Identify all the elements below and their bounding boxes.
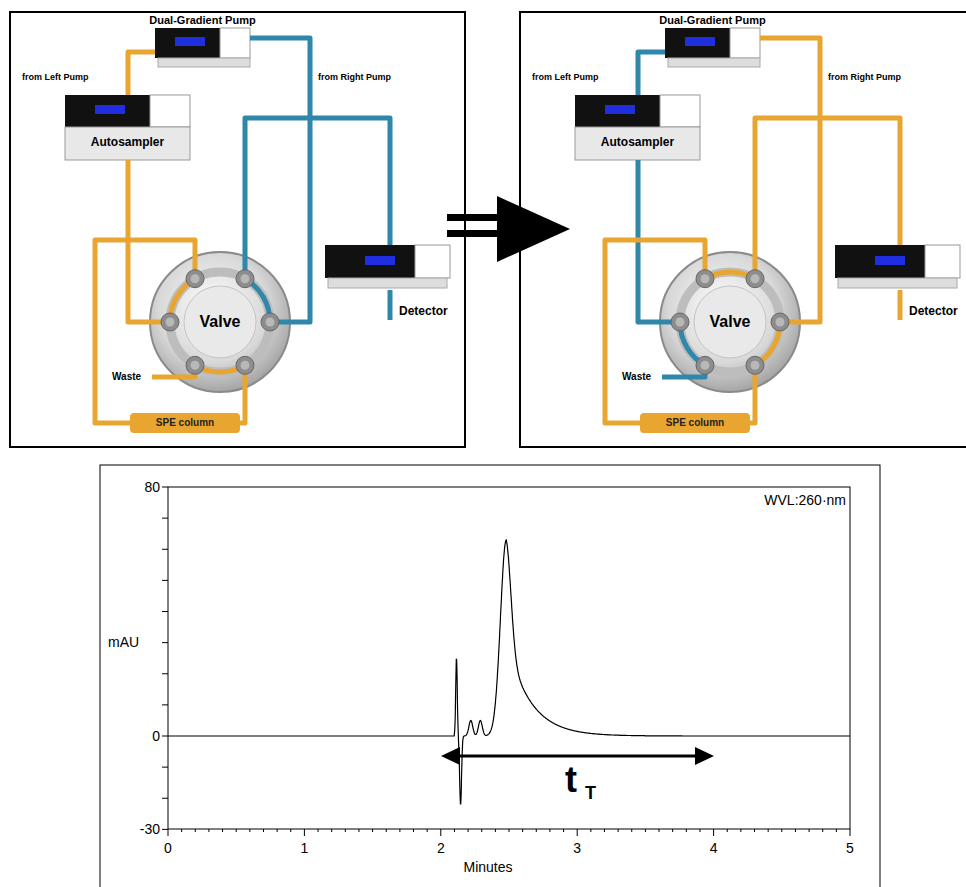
spe-column: SPE column	[130, 413, 240, 433]
chart-label: -30	[140, 821, 160, 837]
diagram-label: Waste	[112, 371, 141, 383]
node-label: Autosampler	[601, 136, 674, 150]
node-label: Detector	[399, 305, 448, 319]
port-set	[161, 270, 279, 375]
node-label: Autosampler	[91, 136, 164, 150]
diagram-label: from Right Pump	[318, 72, 391, 82]
right-panel	[520, 12, 966, 447]
tubing-line	[250, 38, 310, 322]
axis-ticks	[162, 487, 850, 836]
pump-device: Dual-Gradient Pump	[155, 28, 250, 68]
chart-label: WVL:260·nm	[764, 492, 846, 508]
node-label: Dual-Gradient Pump	[149, 14, 255, 27]
diagram-label: Waste	[622, 371, 651, 383]
tubing-line	[128, 52, 155, 95]
node-label: Detector	[909, 305, 958, 319]
chart-label: 3	[573, 840, 581, 856]
node-label: SPE column	[156, 417, 214, 429]
autosampler-device: Autosampler	[65, 95, 190, 160]
autosampler-device: Autosampler	[575, 95, 700, 160]
chart-label: 80	[144, 479, 160, 495]
chart-label: 5	[846, 840, 854, 856]
spe-column: SPE column	[640, 413, 750, 433]
outlet-tube	[388, 290, 393, 320]
diagram-label: from Left Pump	[532, 72, 599, 82]
chart-label: T	[585, 784, 596, 802]
chart-label: 0	[164, 840, 172, 856]
detector-device: Detector	[835, 245, 960, 290]
chart-label: 1	[300, 840, 308, 856]
node-label: Dual-Gradient Pump	[659, 14, 765, 27]
diagram-label: from Right Pump	[828, 72, 901, 82]
outlet-tube	[898, 290, 903, 320]
chart-label: t	[565, 762, 577, 798]
diagram-label: from Left Pump	[22, 72, 89, 82]
port-set	[671, 270, 789, 375]
chart-label: 4	[710, 840, 718, 856]
chart-label: 2	[437, 840, 445, 856]
chart-label: 0	[152, 728, 160, 744]
node-label: SPE column	[666, 417, 724, 429]
detector-device: Detector	[325, 245, 450, 290]
pump-device: Dual-Gradient Pump	[665, 28, 760, 68]
tubing-line	[95, 240, 195, 423]
tubing-line	[245, 118, 390, 279]
time-arrow	[441, 747, 714, 765]
left-panel	[10, 12, 465, 447]
chart-label: mAU	[108, 634, 139, 650]
node-label: Valve	[200, 313, 241, 331]
chart-label: Minutes	[463, 859, 512, 875]
tubing-line	[755, 118, 900, 279]
chart-frame	[100, 465, 880, 887]
tubing-line	[760, 38, 820, 322]
node-label: Valve	[710, 313, 751, 331]
tubing-line	[605, 240, 705, 423]
switch-arrow	[447, 196, 570, 262]
switching-valve: Valve	[150, 252, 290, 392]
tubing-line	[638, 52, 665, 95]
chromatogram-trace	[168, 540, 850, 804]
switching-valve: Valve	[660, 252, 800, 392]
plot-area	[168, 487, 850, 829]
